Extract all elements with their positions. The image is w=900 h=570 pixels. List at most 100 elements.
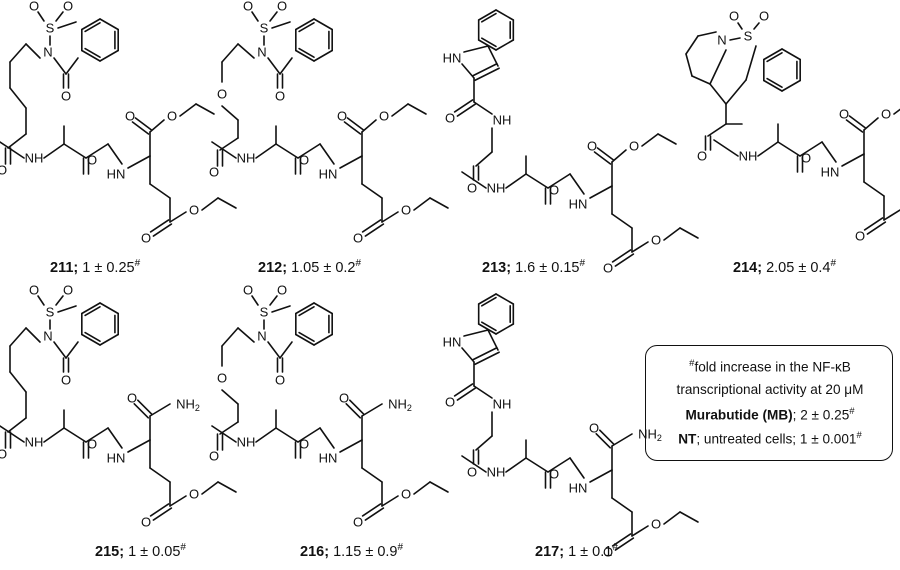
bond: [81, 333, 101, 346]
bond: [9, 43, 27, 63]
bond: [0, 425, 25, 443]
compound-number: 216: [300, 543, 325, 560]
atom-label: O: [651, 233, 661, 248]
bond: [149, 183, 171, 199]
atom-label: NH: [237, 151, 256, 166]
compound-number: 217: [535, 543, 560, 560]
atom-label: O: [299, 437, 309, 452]
bond: [477, 323, 497, 335]
bond: [237, 327, 255, 343]
compound-value: 1 ± 0.25: [82, 259, 135, 276]
bond: [201, 481, 219, 495]
atom-label: O: [549, 467, 559, 482]
bond: [505, 173, 527, 189]
bond: [495, 9, 515, 21]
atom-label: O: [855, 229, 865, 244]
caption-217: 217; 1 ± 0.1#: [535, 542, 618, 560]
bond: [737, 22, 743, 30]
bond: [413, 197, 431, 211]
atom-label: O: [697, 149, 707, 164]
atom-label: O: [29, 283, 39, 298]
bond: [845, 119, 864, 133]
bond: [169, 211, 187, 223]
bond: [297, 143, 321, 159]
atom-label: N: [257, 45, 266, 60]
bond: [461, 63, 475, 79]
bond: [707, 123, 727, 137]
bond: [691, 75, 711, 85]
bond: [473, 385, 493, 399]
bond: [295, 49, 315, 62]
bond: [85, 427, 109, 443]
atom-label: O: [189, 203, 199, 218]
bond: [841, 153, 865, 167]
bond: [663, 227, 681, 241]
atom-label: NH: [25, 435, 44, 450]
atom-label: NH: [237, 435, 256, 450]
atom-label: NH2: [388, 397, 412, 414]
bond: [57, 305, 77, 313]
bond: [211, 141, 237, 159]
bond: [361, 183, 383, 199]
bond: [757, 141, 779, 157]
bond: [0, 141, 25, 159]
bond: [169, 495, 187, 507]
atom-label: O: [839, 107, 849, 122]
bond: [453, 383, 474, 397]
bond: [475, 151, 493, 167]
atom-label: HN: [569, 481, 588, 496]
atom-label: O: [651, 517, 661, 532]
bond: [251, 295, 259, 306]
bond: [474, 351, 500, 366]
bond: [37, 295, 45, 306]
bond: [589, 469, 613, 483]
bond: [149, 503, 170, 517]
bond: [569, 457, 585, 479]
bond: [461, 455, 487, 473]
atom-label: O: [61, 373, 71, 388]
bond: [364, 223, 385, 237]
bond: [429, 197, 449, 209]
atom-label: O: [63, 0, 73, 14]
bond: [25, 327, 41, 343]
atom-label: O: [217, 87, 227, 102]
bond: [275, 427, 299, 443]
bond: [107, 427, 123, 449]
bond: [453, 99, 474, 113]
bond: [7, 133, 27, 149]
atom-label: NH: [487, 181, 506, 196]
bond: [611, 497, 633, 513]
atom-label: NH: [739, 149, 758, 164]
bond: [463, 45, 489, 53]
bond: [65, 57, 79, 75]
bond: [152, 507, 173, 521]
bond: [781, 79, 801, 92]
compound-value: 2.05 ± 0.4: [766, 259, 831, 276]
bond: [219, 421, 239, 435]
bond: [251, 11, 259, 22]
bond: [127, 155, 151, 169]
bond: [298, 331, 315, 343]
atom-label: O: [629, 139, 639, 154]
atom-label: O: [209, 449, 219, 464]
atom-label: O: [589, 421, 599, 436]
bond: [611, 149, 627, 163]
bond: [461, 171, 487, 189]
bond: [364, 507, 385, 521]
bond: [487, 329, 499, 351]
atom-label: HN: [821, 165, 840, 180]
atom-label: HN: [319, 451, 338, 466]
bond: [313, 302, 333, 315]
bond: [339, 155, 363, 169]
bond: [179, 103, 197, 117]
bond: [221, 327, 239, 347]
atom-label: O: [275, 89, 285, 104]
compound-number: 215: [95, 543, 120, 560]
bond: [313, 18, 333, 31]
compound-value: 1.6 ± 0.15: [515, 259, 580, 276]
bond: [57, 21, 77, 29]
bond: [255, 427, 277, 443]
atom-label: N: [43, 45, 52, 60]
